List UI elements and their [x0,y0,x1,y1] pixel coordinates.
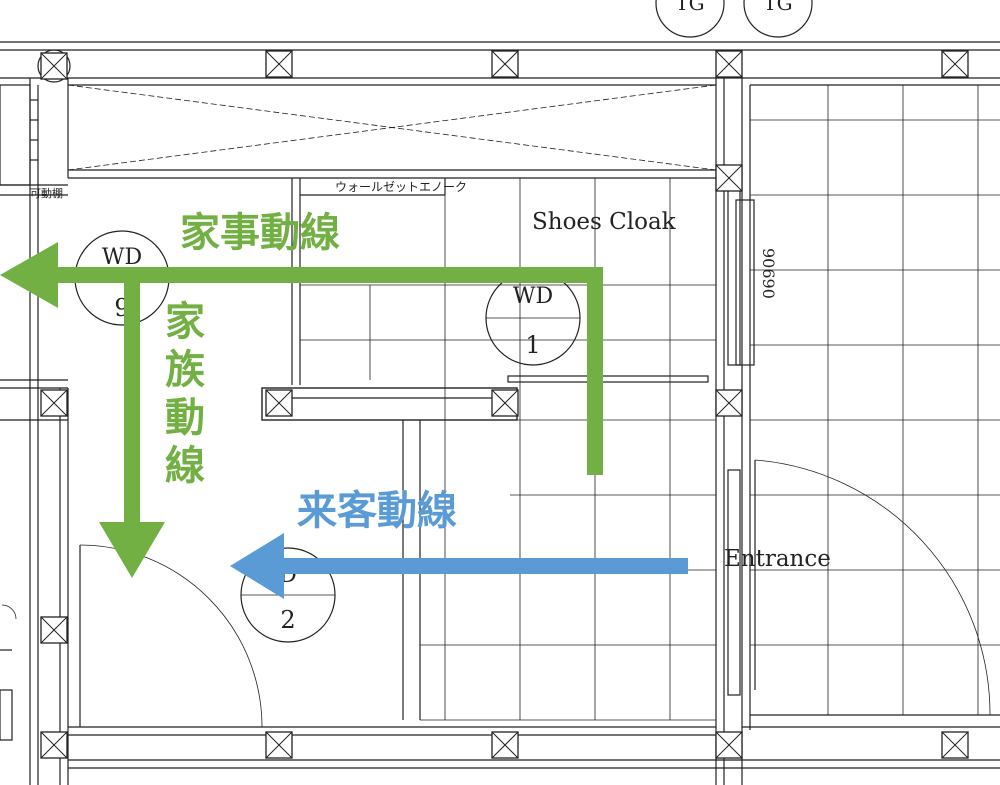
housework-route-arrow [0,242,603,475]
small-label: 可動棚 [30,186,63,200]
family-route-label-char-2: 族 [165,347,205,393]
d2-tag-number: 2 [280,606,295,634]
entrance-label: Entrance [724,546,831,572]
wd9-tag-top: WD [102,245,142,270]
family-route-arrow [99,283,165,578]
shoes-cloak-label: Shoes Cloak [532,209,677,235]
family-route-label-char-1: 家 [165,299,205,345]
family-route-label-char-3: 動 [165,395,205,441]
wd1-tag-number: 1 [525,331,540,359]
guest-route-label: 来客動線 [297,488,457,534]
column-tag-a: TG [675,0,704,15]
closet-label: ウォールゼットエノーク [335,180,467,194]
housework-route-label: 家事動線 [180,210,340,256]
guest-route-arrow [230,533,688,599]
dimension-text: 90690 [759,248,778,299]
family-route-label-char-4: 線 [165,443,205,489]
column-tag-b: TG [763,0,792,15]
wd1-tag-top: WD [513,284,553,309]
